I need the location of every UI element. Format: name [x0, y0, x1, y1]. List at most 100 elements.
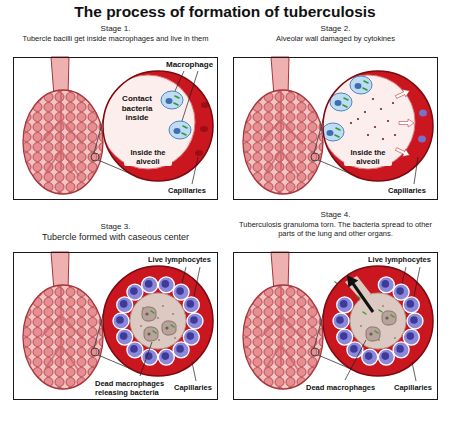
magnifier [243, 57, 352, 194]
stage-description: Alveolar wall damaged by cytokines [230, 34, 441, 43]
stage-panel: Stage 2.Alveolar wall damaged by cytokin… [228, 24, 443, 200]
caseous-debris [360, 305, 396, 341]
leukocyte [418, 136, 426, 143]
callout-label: Inside the alveoli [124, 148, 172, 166]
spread-arrow [347, 275, 374, 313]
cytokine [387, 120, 389, 122]
cytokine [364, 111, 366, 113]
diagram-title: The process of formation of tuberculosis [0, 3, 450, 22]
stage-number: Stage 1. [10, 24, 221, 34]
cytokine-arrow [394, 87, 411, 101]
callout-label: Dead macrophages releasing bacteria [95, 379, 169, 397]
callout-label: Macrophage [166, 60, 216, 70]
released-bacteria [335, 282, 382, 314]
lymphocyte-cell [407, 313, 423, 329]
lymphocyte-cell [362, 349, 378, 365]
cytokine [374, 126, 376, 128]
cytokine [350, 122, 352, 124]
stage-number: Stage 3. [10, 222, 221, 232]
macrophage-cell [322, 123, 344, 141]
leukocyte [419, 110, 427, 117]
macrophage-cell [350, 76, 372, 94]
panel-frame [233, 252, 438, 400]
cytokine [367, 134, 369, 136]
stage-number: Stage 2. [230, 24, 441, 34]
callout-label: Live lymphocytes [368, 255, 436, 264]
macrophage-cell [169, 121, 191, 139]
alveolar-space [101, 75, 195, 169]
caseous-center [130, 293, 186, 349]
bacterium [357, 296, 360, 298]
lymphocyte-cell [378, 349, 394, 365]
stage-heading: Stage 1.Tubercle bacilli get inside macr… [8, 24, 223, 43]
stage-number: Stage 4. [230, 210, 441, 220]
callout-label: Capillaries [168, 186, 212, 195]
callout-label: Dead macrophages [306, 383, 382, 392]
cytokine [382, 138, 384, 140]
dead-macrophage [142, 307, 156, 321]
callout-label: Inside the alveoli [344, 148, 392, 166]
debris-dot [158, 339, 160, 341]
cytokines [350, 98, 396, 140]
lymphocyte-cell [337, 329, 353, 345]
debris-dot [382, 305, 384, 307]
cytokine [380, 108, 382, 110]
lymphocyte-cell [333, 313, 349, 329]
stage-heading: Stage 3.Tubercle formed with caseous cen… [8, 222, 223, 242]
lymphocyte-cell [117, 329, 133, 345]
callout-label: Capillaries [394, 383, 436, 392]
debris-dot [172, 313, 174, 315]
dead-macrophage [162, 321, 176, 335]
magnifier [23, 252, 132, 389]
stage-panel: Stage 4.Tuberculosis granuloma torn. The… [228, 210, 443, 400]
callout-label: Live lymphocytes [148, 255, 216, 264]
stage-description: Tuberculosis granuloma torn. The bacteri… [230, 220, 441, 238]
stage-description: Tubercle formed with caseous center [10, 232, 221, 243]
leader-line [182, 267, 186, 283]
panel-frame [233, 57, 438, 200]
cytokine [372, 98, 374, 100]
stage4-art [243, 252, 433, 389]
debris-dot [157, 317, 159, 319]
debris-dot [140, 325, 142, 327]
debris-dot [162, 305, 164, 307]
leader-line [345, 340, 366, 380]
stage-description: Tubercle bacilli get inside macrophages … [10, 34, 221, 43]
lymphocyte-cell [173, 342, 189, 358]
bacterium [379, 310, 382, 312]
lymphocyte-cell [158, 277, 174, 293]
lens-outline [323, 71, 433, 181]
cytokine [394, 134, 396, 136]
blood-cell [200, 126, 208, 132]
lymphocyte-cell [403, 297, 419, 313]
debris-dot [174, 337, 176, 339]
debris-dot [394, 337, 396, 339]
leader-line [140, 342, 152, 376]
dead-macrophage [382, 311, 396, 325]
leader-line [402, 267, 406, 283]
caseous-center [350, 293, 406, 349]
bacterium [363, 312, 366, 314]
magnifier [243, 252, 352, 389]
cytokine [357, 118, 359, 120]
callout-label: Contact bacteria inside [115, 94, 159, 123]
leader-line [192, 157, 198, 184]
callout-label: Capillaries [174, 383, 216, 392]
cytokine-arrow [394, 145, 411, 159]
capillary-area [323, 266, 433, 376]
lymphocyte-cell [183, 297, 199, 313]
lymphocyte-cell [158, 349, 174, 365]
dead-macrophage [144, 327, 158, 341]
stage-heading: Stage 2.Alveolar wall damaged by cytokin… [228, 24, 443, 43]
cytokine [392, 102, 394, 104]
leader-line [175, 71, 184, 91]
leader-line [414, 157, 418, 184]
leader-line [194, 267, 200, 296]
cytokine-arrow [399, 119, 414, 127]
alveolar-space [321, 75, 415, 169]
leader-line [182, 71, 198, 121]
lens-outline [103, 266, 213, 376]
panel-frame [13, 57, 218, 200]
lymphocyte-cell [142, 349, 158, 365]
